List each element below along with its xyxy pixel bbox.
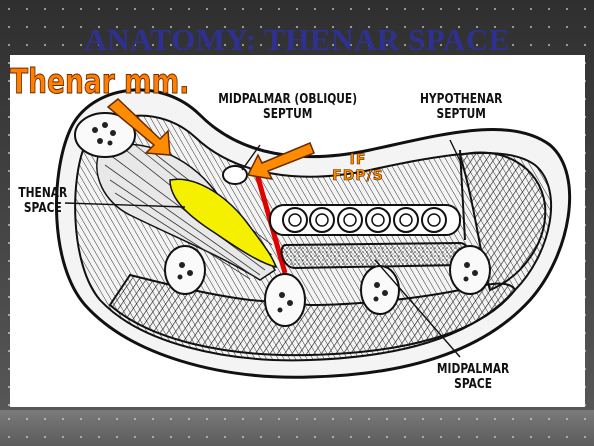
- midpalmar-septum-label-line2: SEPTUM: [218, 107, 357, 122]
- midpalmar-space-label-line2: SPACE: [428, 377, 518, 392]
- midpalmar-space-region: [282, 243, 469, 268]
- if-annotation-line2: FDP/S: [303, 168, 413, 184]
- midpalmar-space-label-line1: MIDPALMAR: [428, 362, 518, 377]
- thenar-muscles-annotation: Thenar mm.: [10, 62, 189, 102]
- hypothenar-septum-label-line2: SEPTUM: [412, 107, 510, 122]
- if-annotation-line1: IF: [303, 152, 413, 168]
- slide-footer-band: [0, 410, 594, 446]
- thenar-space-label-line1: THENAR: [10, 186, 76, 201]
- thenar-space-label-line2: SPACE: [10, 201, 76, 216]
- hypothenar-septum-label: HYPOTHENAR SEPTUM: [412, 92, 510, 122]
- midpalmar-space-label: MIDPALMAR SPACE: [428, 362, 518, 392]
- thenar-space-label: THENAR SPACE: [10, 186, 76, 216]
- hypothenar-septum-label-line1: HYPOTHENAR: [412, 92, 510, 107]
- slide-title: ANATOMY: THENAR SPACE: [0, 22, 594, 58]
- midpalmar-septum-label-line1: MIDPALMAR (OBLIQUE): [218, 92, 357, 107]
- midpalmar-septum-label: MIDPALMAR (OBLIQUE) SEPTUM: [218, 92, 357, 122]
- if-fdp-annotation: IF FDP/S: [303, 152, 413, 184]
